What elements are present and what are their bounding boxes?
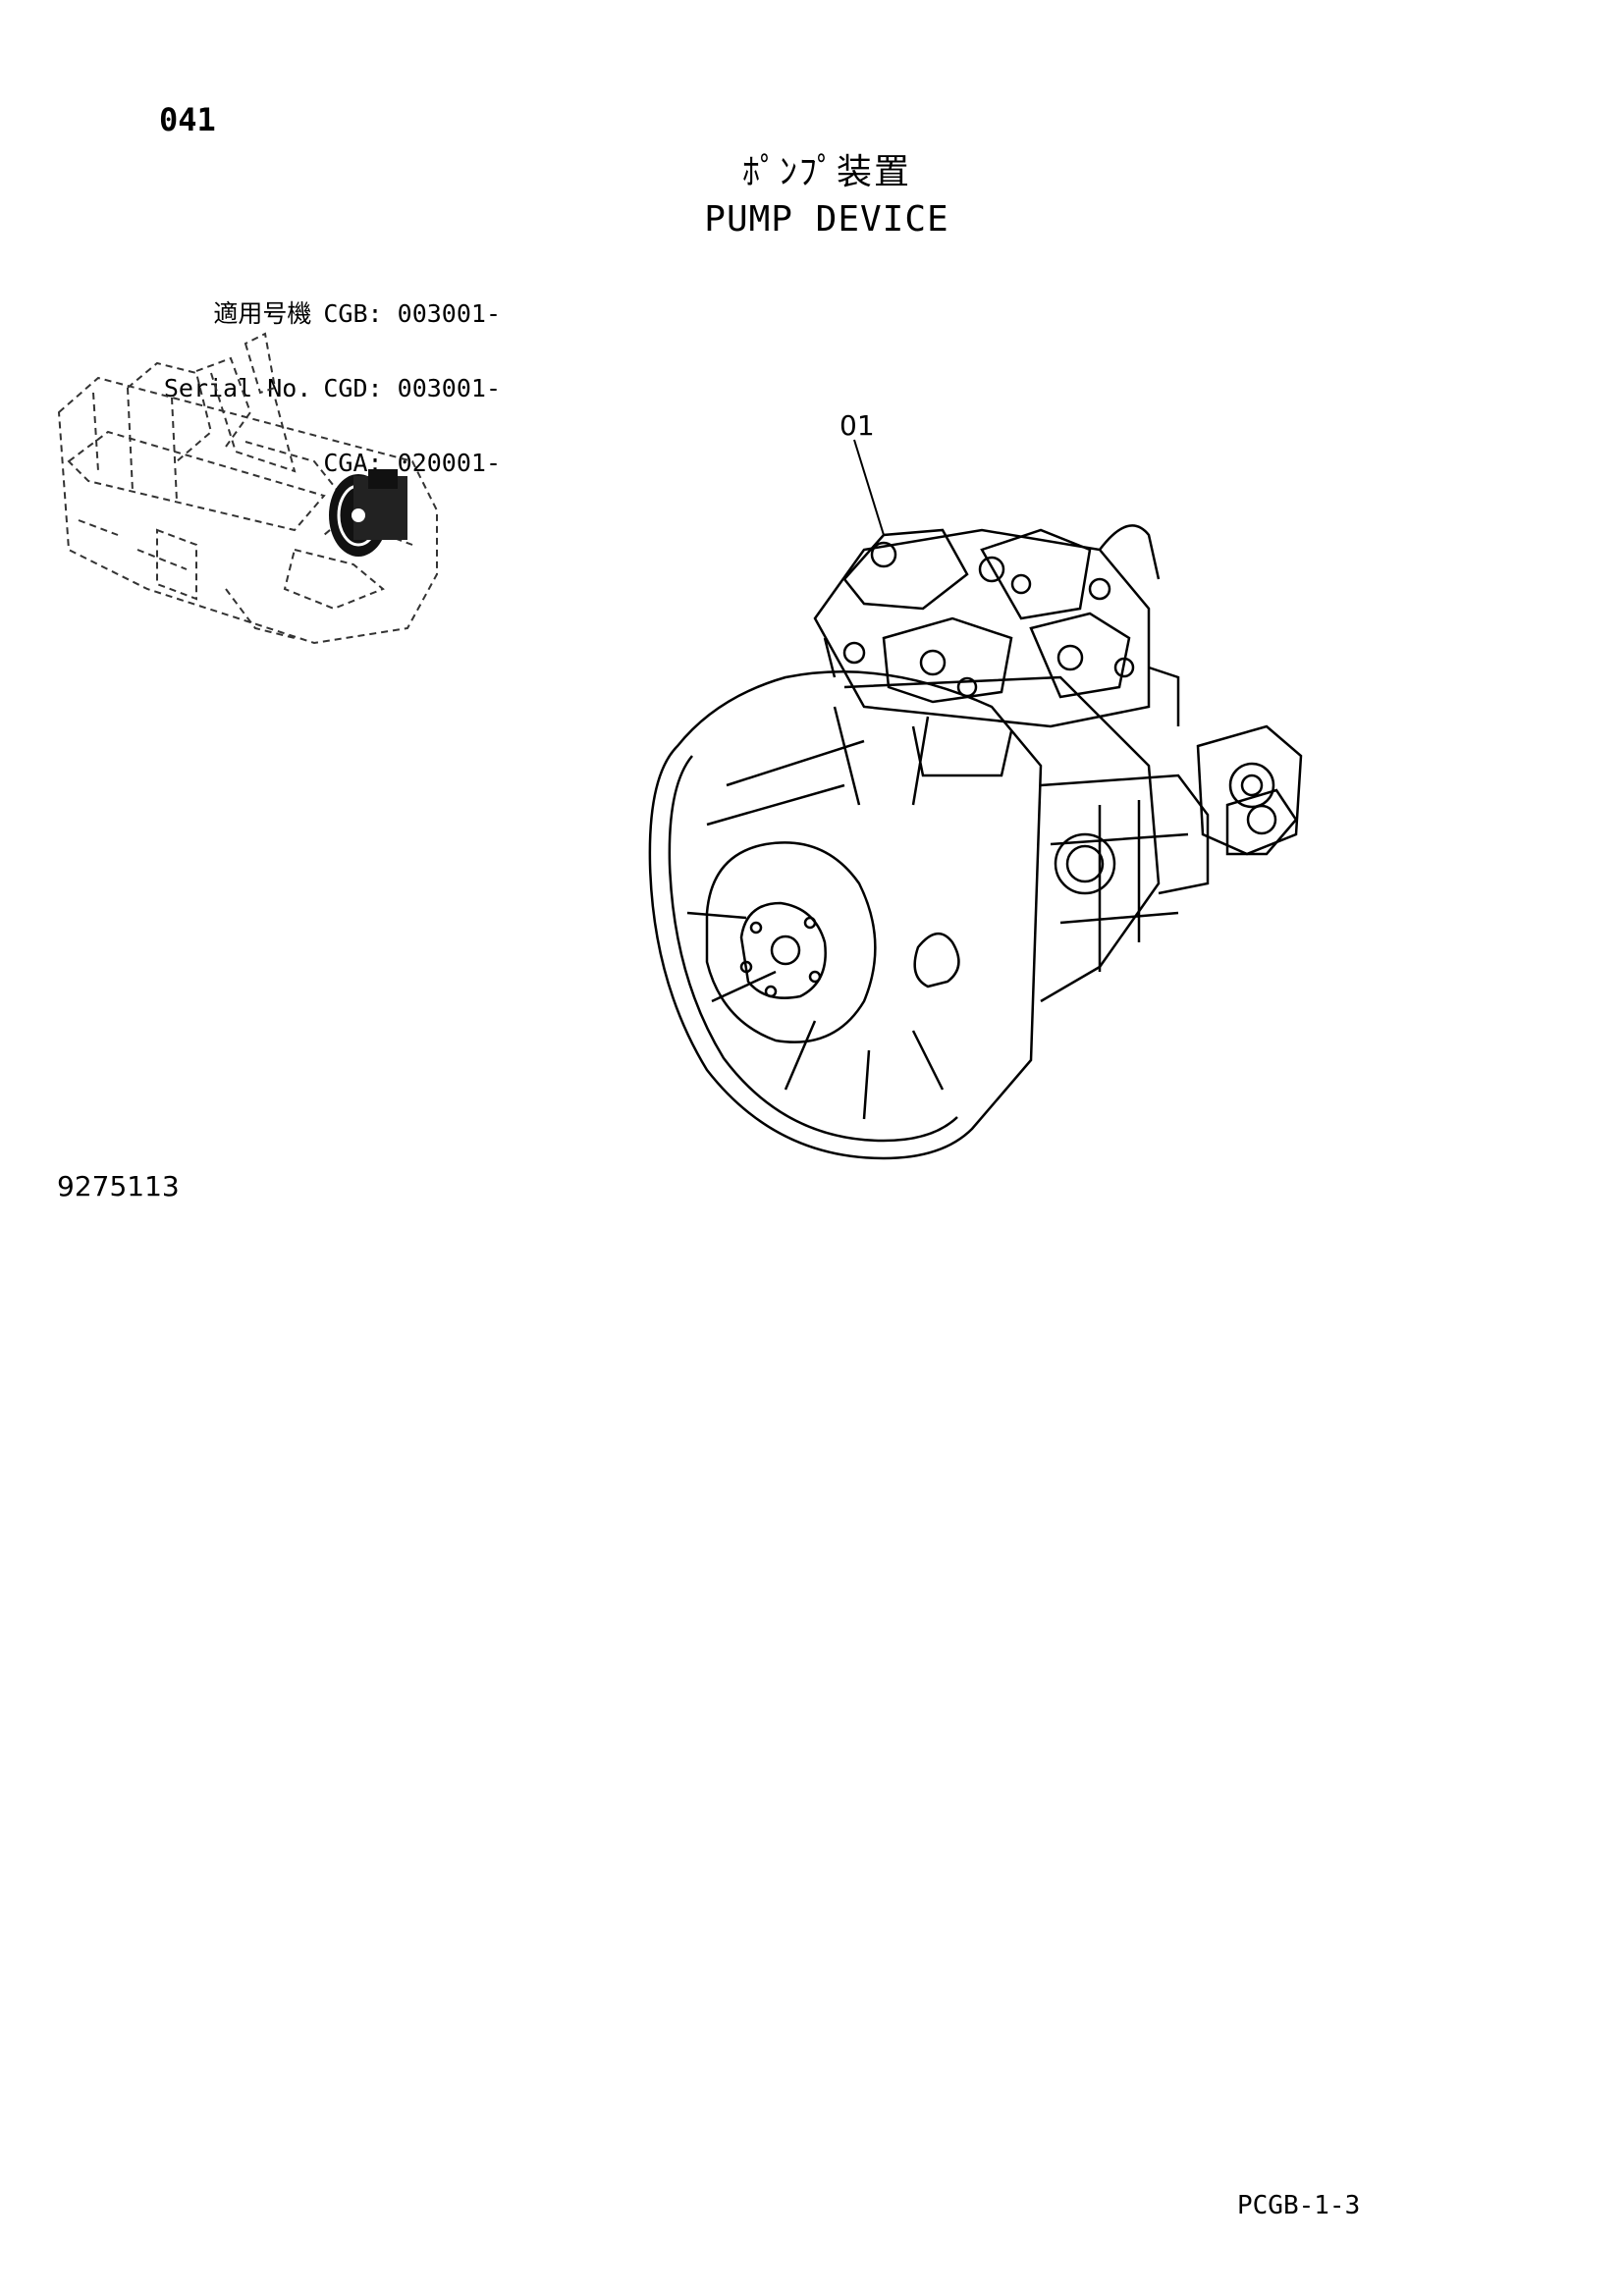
- callout-leader-line: [853, 439, 885, 536]
- serial-label-jp: 適用号機: [213, 299, 312, 328]
- title-japanese: ﾎﾟﾝﾌﾟ装置: [741, 152, 911, 192]
- serial-value: 020001-: [397, 449, 501, 477]
- page-code: PCGB-1-3: [1237, 2191, 1361, 2220]
- drawing-number: 9275113: [57, 1170, 180, 1202]
- title-english: PUMP DEVICE: [704, 199, 949, 240]
- page-number: 041: [159, 101, 216, 138]
- excavator-locator-illustration: [57, 332, 438, 645]
- part-callout-label: 01: [839, 409, 875, 442]
- serial-model: CGD:: [323, 374, 383, 402]
- serial-row: CGA: 020001-: [147, 451, 501, 476]
- serial-number-block: 適用号機 CGB: 003001- Serial No. CGD: 003001…: [147, 252, 501, 525]
- pump-highlight-icon: [329, 469, 407, 557]
- serial-value: 003001-: [397, 374, 501, 402]
- serial-row: 適用号機 CGB: 003001-: [147, 301, 501, 327]
- pump-device-drawing: [648, 439, 1303, 1160]
- serial-value: 003001-: [397, 299, 501, 328]
- serial-model: CGB:: [323, 299, 383, 328]
